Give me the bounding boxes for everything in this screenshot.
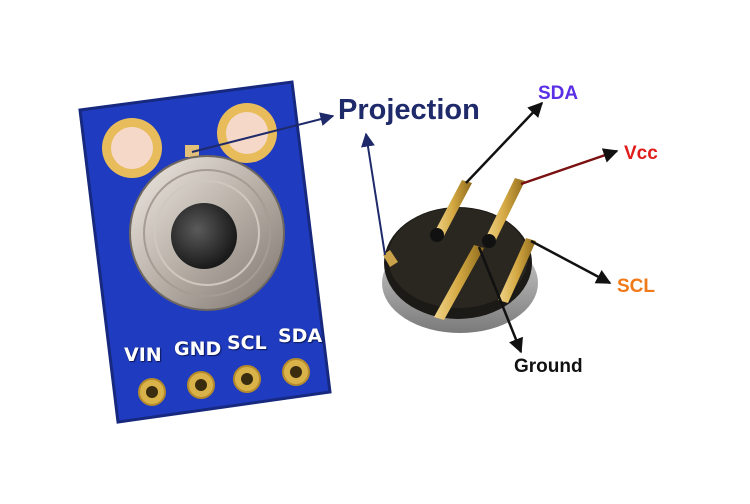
scl-label: SCL <box>617 276 655 297</box>
projection-label: Projection <box>338 94 480 126</box>
board-label-sda: SDA <box>278 325 323 347</box>
vcc-label: Vcc <box>624 143 658 164</box>
projection-arrow <box>191 112 335 153</box>
pin-vcc <box>485 178 525 242</box>
board-label-vin: VIN <box>124 344 162 366</box>
board-label-gnd: GND <box>174 338 222 360</box>
pin-sda <box>434 180 472 236</box>
sensor-lens <box>171 203 237 269</box>
to-can-sensor <box>382 178 538 333</box>
can-tab <box>383 250 398 267</box>
scl-arrow <box>530 239 612 285</box>
sensor-board <box>78 80 332 424</box>
vcc-arrow <box>520 148 619 186</box>
pin-ground <box>434 245 484 320</box>
pin-scl <box>498 238 536 303</box>
sda-label: SDA <box>538 83 579 104</box>
sda-arrow <box>465 101 544 184</box>
ground-label: Ground <box>514 356 583 377</box>
projection-arrow-up <box>361 132 386 256</box>
ground-arrow <box>477 246 523 354</box>
board-label-scl: SCL <box>227 332 267 354</box>
